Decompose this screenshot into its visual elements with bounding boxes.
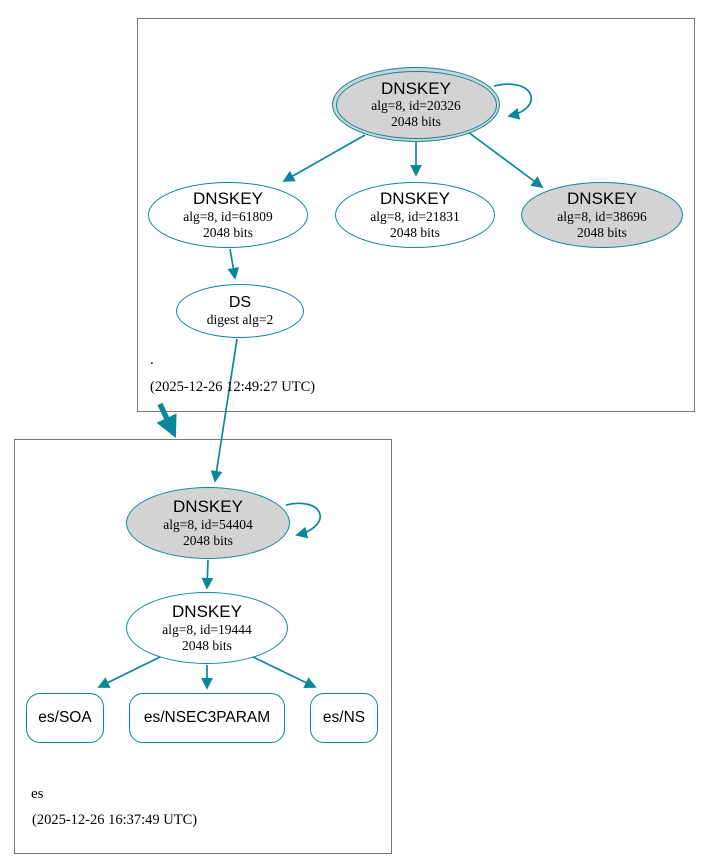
edge-54404-19444	[201, 559, 214, 590]
node-detail: 2048 bits	[390, 224, 440, 240]
node-title: DNSKEY	[193, 189, 263, 209]
node-detail: 2048 bits	[183, 532, 233, 548]
node-detail: alg=8, id=54404	[163, 516, 253, 532]
node-detail: digest alg=2	[206, 312, 274, 328]
node-detail: alg=8, id=21831	[370, 208, 460, 224]
edge-selfloop-54404	[285, 502, 321, 539]
rrset-es-soa[interactable]: es/SOA	[26, 693, 104, 743]
dnskey-node-19444[interactable]: DNSKEY alg=8, id=19444 2048 bits	[126, 592, 288, 664]
node-detail: alg=8, id=19444	[162, 621, 252, 637]
rrset-es-ns[interactable]: es/NS	[310, 693, 378, 743]
ds-node[interactable]: DS digest alg=2	[176, 284, 304, 338]
node-detail: alg=8, id=20326	[371, 98, 461, 114]
edge-20326-38696	[467, 131, 544, 189]
node-detail: 2048 bits	[391, 114, 441, 130]
dnskey-node-20326[interactable]: DNSKEY alg=8, id=20326 2048 bits	[332, 67, 500, 142]
zone-box-root	[137, 18, 695, 412]
edge-zone-delegation	[156, 402, 177, 438]
node-title: DNSKEY	[173, 497, 243, 517]
node-title: DNSKEY	[567, 189, 637, 209]
node-detail: 2048 bits	[203, 224, 253, 240]
edge-61809-ds	[227, 248, 240, 280]
dnskey-node-38696[interactable]: DNSKEY alg=8, id=38696 2048 bits	[521, 182, 683, 248]
node-detail: alg=8, id=61809	[183, 208, 273, 224]
node-title: DNSKEY	[380, 189, 450, 209]
rrset-es-nsec3param[interactable]: es/NSEC3PARAM	[129, 693, 285, 743]
node-detail: 2048 bits	[577, 224, 627, 240]
dnskey-node-54404[interactable]: DNSKEY alg=8, id=54404 2048 bits	[126, 487, 290, 559]
rrset-label: es/NS	[322, 709, 366, 726]
node-detail: alg=8, id=38696	[557, 208, 647, 224]
rrset-label: es/SOA	[38, 709, 92, 726]
dnskey-node-61809[interactable]: DNSKEY alg=8, id=61809 2048 bits	[148, 182, 308, 248]
node-title: DNSKEY	[381, 78, 451, 98]
rrset-label: es/NSEC3PARAM	[143, 709, 271, 726]
zone-box-es	[14, 439, 392, 854]
zone-timestamp-es: (2025-12-26 16:37:49 UTC)	[32, 812, 198, 828]
dnskey-node-21831[interactable]: DNSKEY alg=8, id=21831 2048 bits	[335, 182, 495, 248]
zone-name-root: .	[150, 352, 154, 368]
edge-20326-61809	[282, 134, 366, 182]
node-detail: 2048 bits	[182, 637, 232, 653]
edge-selfloop-20326	[493, 83, 532, 120]
edge-ds-54404	[210, 338, 238, 483]
zone-name-es: es	[31, 786, 44, 802]
edge-19444-ns	[252, 656, 317, 688]
node-title: DS	[228, 293, 252, 311]
edge-19444-soa	[97, 656, 161, 688]
node-title: DNSKEY	[172, 602, 242, 622]
zone-timestamp-root: (2025-12-26 12:49:27 UTC)	[150, 379, 316, 395]
